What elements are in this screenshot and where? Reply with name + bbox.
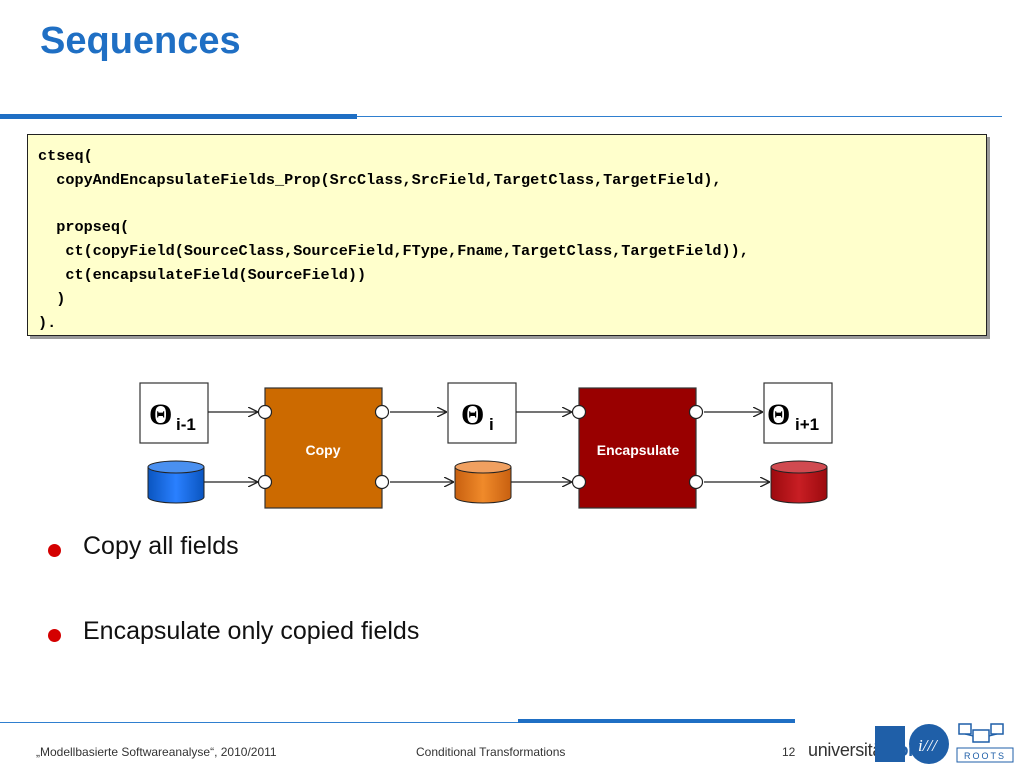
code-line: propseq( <box>38 218 130 237</box>
university-logo: universitätbonn i/// ROOTS <box>808 720 1018 766</box>
flow-arrows <box>204 412 769 482</box>
transformation-label: Copy <box>306 442 341 458</box>
code-line: copyAndEncapsulateFields_Prop(SrcClass,S… <box>38 170 722 189</box>
title-divider-accent <box>0 114 357 119</box>
bullet-dot-icon <box>48 629 61 642</box>
database-icon <box>147 460 205 504</box>
bullet-text: Encapsulate only copied fields <box>83 617 420 645</box>
bullet-item: Copy all fields <box>48 532 648 572</box>
svg-text:i///: i/// <box>918 736 939 755</box>
code-line: ctseq( <box>38 147 93 165</box>
bullet-text: Copy all fields <box>83 532 239 560</box>
page-number: 12 <box>782 745 796 759</box>
state-box-prev: Θ i-1 <box>139 382 209 444</box>
theta-symbol: Θ <box>149 398 172 431</box>
transformation-copy: Copy <box>264 387 383 509</box>
logo-roots-text: ROOTS <box>964 751 1006 761</box>
state-subscript: i <box>489 415 494 434</box>
code-listing: ctseq( copyAndEncapsulateFields_Prop(Src… <box>38 145 749 335</box>
state-subscript: i+1 <box>795 415 819 434</box>
transformation-encapsulate: Encapsulate <box>578 387 697 509</box>
database-icon <box>454 460 512 504</box>
theta-symbol: Θ <box>461 398 484 431</box>
footer-divider <box>0 722 795 723</box>
bullet-dot-icon <box>48 544 61 557</box>
code-block: ctseq( copyAndEncapsulateFields_Prop(Src… <box>27 134 987 336</box>
transformation-sequence-diagram: Θ i-1 Θ i Θ i+1 Copy Encapsulate <box>139 382 833 509</box>
ports <box>257 404 704 490</box>
state-box-current: Θ i <box>447 382 517 444</box>
code-line: ct(copyField(SourceClass,SourceField,FTy… <box>38 242 749 261</box>
state-box-next: Θ i+1 <box>763 382 833 444</box>
roots-logo-icon: i/// ROOTS <box>875 723 1014 764</box>
footer-topic: Conditional Transformations <box>416 745 566 759</box>
slide-title: Sequences <box>40 20 241 62</box>
code-line: ). <box>38 313 57 332</box>
code-line: ct(encapsulateField(SourceField)) <box>38 265 367 284</box>
footer-divider-accent <box>518 719 795 723</box>
bullet-item: Encapsulate only copied fields <box>48 617 648 657</box>
code-line: ) <box>38 289 66 308</box>
title-divider <box>0 116 1002 117</box>
theta-symbol: Θ <box>767 398 790 431</box>
footer-course: „Modellbasierte Softwareanalyse“, 2010/2… <box>36 745 277 759</box>
transformation-label: Encapsulate <box>597 442 680 458</box>
database-icon <box>770 460 828 504</box>
logo-text-regular: universität <box>808 740 887 760</box>
state-subscript: i-1 <box>176 415 196 434</box>
